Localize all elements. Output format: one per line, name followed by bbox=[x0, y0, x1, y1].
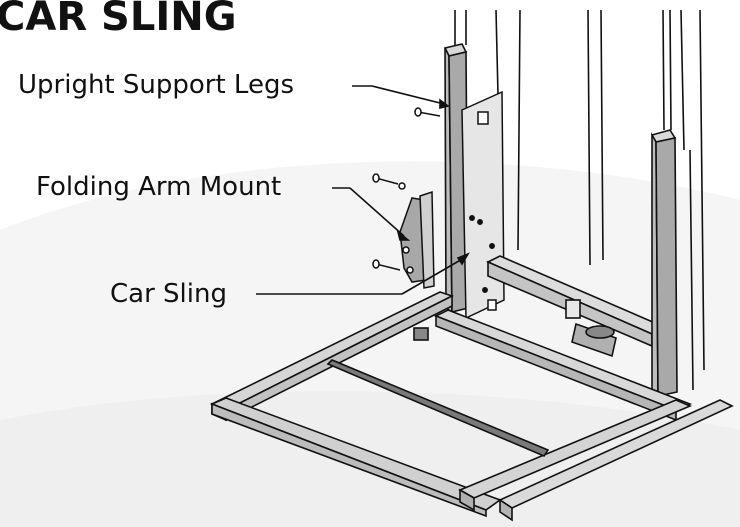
base-frame bbox=[209, 291, 734, 522]
label-upright-support-legs: Upright Support Legs bbox=[18, 70, 295, 100]
folding-arm-mount bbox=[399, 190, 435, 289]
right-upright-leg bbox=[650, 129, 678, 398]
rear-crossbar bbox=[486, 255, 664, 358]
mounting-plate bbox=[461, 90, 505, 320]
leader-lines bbox=[256, 85, 470, 295]
label-car-sling: Car Sling bbox=[110, 279, 227, 309]
bolts bbox=[372, 107, 441, 271]
label-folding-arm-mount: Folding Arm Mount bbox=[36, 172, 282, 202]
page-title: CAR SLING bbox=[0, 0, 237, 40]
back-frame-lines bbox=[454, 9, 705, 391]
